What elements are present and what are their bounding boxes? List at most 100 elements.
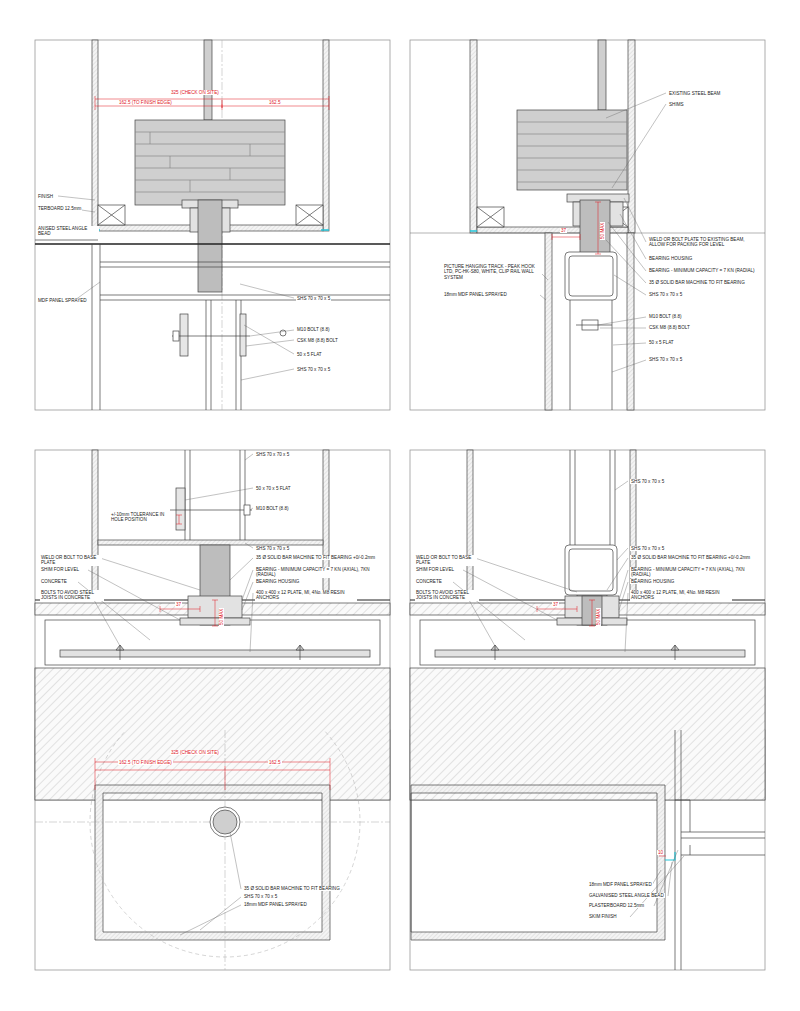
part-label: M10 BOLT (8.8): [296, 327, 331, 332]
drawing-rect: [569, 256, 613, 296]
part-label: SHS 70 x 70 x 5: [296, 367, 331, 372]
drawing-path: [495, 645, 675, 660]
part-label: 400 x 400 x 12 PLATE, MI, 4No. M8 RESIN …: [630, 590, 732, 601]
drawing-rect: [180, 314, 188, 356]
part-label: SHS 70 x 70 x 5: [630, 546, 665, 551]
drawing-path: [95, 96, 329, 110]
drawing-rect: [45, 620, 380, 665]
part-label: TERBOARD 12.5mm: [37, 206, 82, 211]
part-label: WELD OR BOLT PLATE TO EXISTING BEAM, ALL…: [648, 237, 762, 248]
drawing-path: [58, 196, 100, 300]
drawing-path: [212, 600, 218, 626]
drawing-rect: [410, 40, 765, 410]
drawing-rect: [98, 540, 323, 545]
part-label: BEARING HOUSING: [630, 579, 675, 584]
detail-2: [410, 40, 765, 410]
drawing-path: [78, 558, 200, 646]
part-label: GALVANISED STEEL ANGLE BEAD: [588, 893, 665, 898]
drawing-rect: [323, 40, 329, 231]
dimension: 50 MAX: [219, 608, 224, 626]
part-label: CSK M8 (8.8) BOLT: [296, 338, 339, 343]
drawing-line: [100, 244, 101, 410]
detail-1: [35, 40, 390, 410]
drawing-rect: [569, 549, 613, 591]
drawing-rect: [92, 450, 98, 600]
drawing-path: [185, 450, 245, 540]
drawing-rect: [98, 205, 125, 225]
drawing-line: [576, 325, 612, 326]
part-label: SHIM FOR LEVEL: [415, 567, 455, 572]
drawing-path: [570, 450, 615, 545]
part-label: PLASTERBOARD 12.5mm: [588, 903, 645, 908]
part-label: BEARING HOUSING: [255, 579, 300, 584]
drawing-path: [659, 856, 666, 857]
dimension: 37: [552, 602, 559, 607]
drawing-circle: [280, 330, 286, 336]
part-label: 35 Ø SOLID BAR MACHINE TO FIT BEARING: [243, 886, 341, 891]
drawing-rect: [176, 488, 185, 530]
part-label: 35 Ø SOLID BAR MACHINE TO FIT BEARING: [648, 280, 746, 285]
drawing-rect: [410, 668, 765, 800]
drawing-circle: [210, 807, 240, 837]
part-label: SHS 70 x 70 x 5: [648, 357, 683, 362]
part-label: M10 BOLT (8.8): [648, 314, 683, 319]
part-label: WELD OR BOLT TO BASE PLATE: [40, 555, 102, 566]
drawing-rect: [35, 668, 390, 800]
drawing-rect: [204, 40, 212, 120]
part-label: SHS 70 x 70 x 5: [648, 292, 683, 297]
drawing-path: [598, 317, 646, 372]
drawing-path: [185, 454, 253, 548]
part-label: 18mm MDF PANEL SPRAYED: [443, 292, 508, 297]
detail-6-plan: [411, 730, 765, 970]
drawing-path: [176, 515, 182, 524]
drawing-rect: [296, 205, 323, 225]
part-label: M10 BOLT (8.8): [255, 506, 290, 511]
drawing-path: [606, 198, 646, 295]
drawing-line: [172, 336, 250, 337]
part-label: 35 Ø SOLID BAR MACHINE TO FIT BEARING +0…: [630, 555, 751, 560]
drawing-circle: [90, 730, 360, 957]
drawing-line: [321, 229, 329, 231]
part-label: 400 x 400 x 12 PLATE, MI, 4No. M8 RESIN …: [255, 590, 357, 601]
part-label: SHS 70 x 70 x 5: [255, 452, 290, 457]
drawing-rect: [410, 450, 765, 800]
drawing-path: [491, 645, 679, 650]
part-label: CONCRETE: [415, 579, 443, 584]
detail-4: [410, 450, 765, 800]
part-label: SHS 70 x 70 x 5: [296, 296, 331, 301]
drawing-path: [477, 207, 504, 227]
drawing-path: [116, 645, 304, 650]
part-label: 35 Ø SOLID BAR MACHINE TO FIT BEARING +0…: [255, 555, 376, 560]
drawing-path: [95, 785, 330, 940]
part-label: BEARING - MINIMUM CAPACITY = 7 KN (AXIAL…: [255, 567, 389, 578]
drawing-rect: [240, 314, 246, 356]
part-label: 50 x 5 FLAT: [296, 352, 323, 357]
dimension: 162.5 (TO FINISH EDGE): [118, 100, 173, 105]
drawing-path: [552, 234, 580, 240]
drawing-circle: [213, 810, 237, 834]
drawing-path: [681, 832, 765, 855]
part-label: WELD OR BOLT TO BASE PLATE: [415, 555, 477, 566]
dimension: 10: [657, 850, 664, 855]
dimension: 162.5: [268, 100, 282, 105]
drawing-path: [665, 852, 675, 860]
drawing-rect: [470, 40, 477, 233]
drawing-path: [606, 93, 666, 188]
drawing-path: [240, 284, 294, 380]
drawing-rect: [420, 620, 755, 665]
drawing-g: [78, 454, 253, 652]
drawing-rect: [545, 233, 552, 410]
drawing-line: [470, 230, 477, 232]
drawing-rect: [628, 40, 635, 233]
part-label: SHS 70 x 70 x 5: [630, 479, 665, 484]
drawing-rect: [565, 252, 617, 300]
part-label: FINISH: [37, 194, 54, 199]
part-label: BEARING - MINIMUM CAPACITY = 7 KN (RADIA…: [648, 268, 756, 273]
drawing-rect: [35, 450, 390, 800]
drawing-path: [517, 122, 627, 182]
part-label: 50 x 70 x 5 FLAT: [255, 486, 292, 491]
part-label: BEARING - MINIMUM CAPACITY = 7 KN (AXIAL…: [630, 567, 764, 578]
part-label: 50 x 5 FLAT: [648, 340, 675, 345]
